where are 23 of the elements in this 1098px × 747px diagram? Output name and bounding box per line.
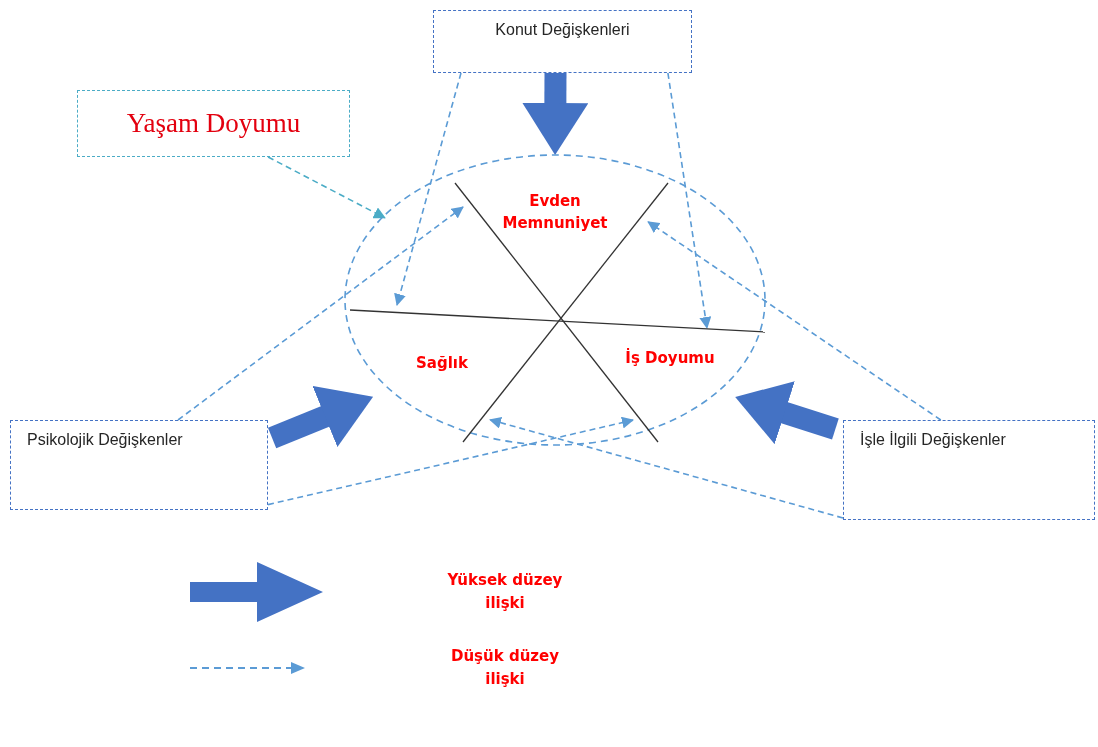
block-arrow: [735, 381, 839, 445]
variable-box: [843, 420, 1095, 520]
block-arrow: [522, 72, 589, 155]
dashed-arrow: [394, 72, 462, 306]
legend-label: Düşük düzey ilişki: [449, 646, 560, 691]
box-label: Psikolojik Değişkenler: [27, 431, 183, 449]
dashed-arrow: [667, 72, 712, 329]
sector-label: Sağlık: [416, 352, 468, 374]
dashed-arrow: [177, 206, 464, 421]
box-label: İşle İlgili Değişkenler: [860, 431, 1006, 449]
sector-label: Evden Memnuniyet: [501, 190, 609, 234]
block-arrow: [267, 385, 374, 449]
sector-label: İş Doyumu: [625, 348, 715, 370]
box-label: Konut Değişkenleri: [495, 21, 630, 39]
dashed-arrow: [267, 156, 386, 219]
dashed-arrow: [267, 416, 634, 506]
title-text: Yaşam Doyumu: [126, 108, 301, 139]
variable-box: [10, 420, 268, 510]
variable-box: [433, 10, 692, 73]
dashed-arrow: [647, 221, 942, 421]
title-box: [77, 90, 350, 157]
dashed-arrow: [489, 416, 844, 519]
legend-label: Yüksek düzey ilişki: [446, 569, 564, 614]
